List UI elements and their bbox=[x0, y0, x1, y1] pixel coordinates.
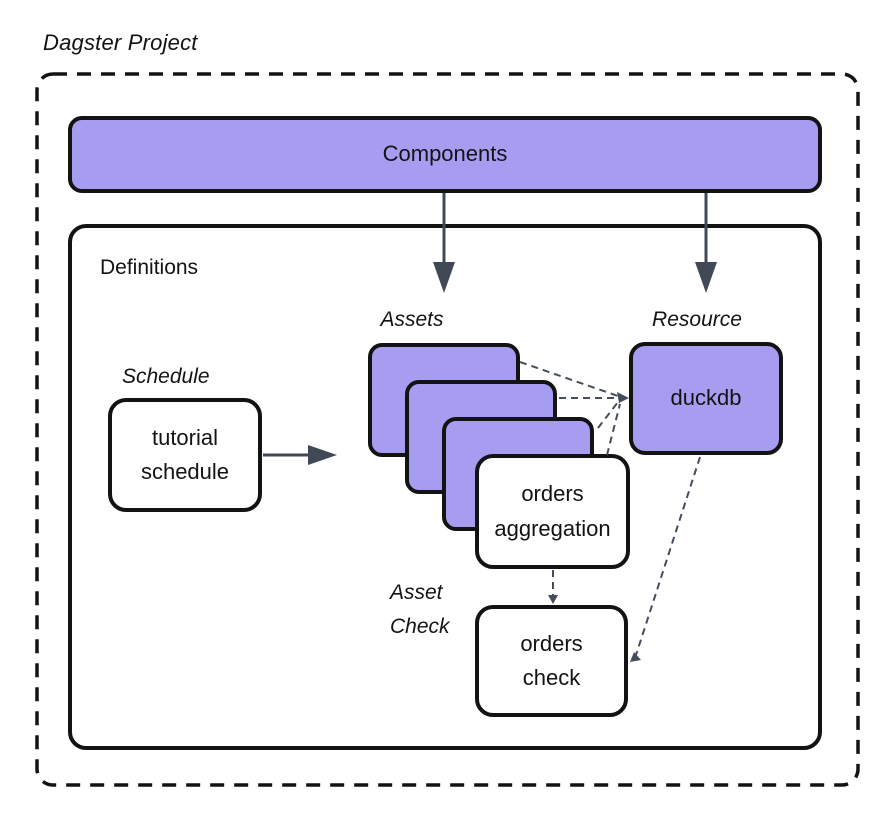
resource-label: Resource bbox=[652, 308, 742, 331]
assets-label: Assets bbox=[380, 308, 444, 331]
asset-check-label: Asset Check bbox=[390, 581, 450, 638]
tutorial-schedule-label: tutorial schedule bbox=[140, 424, 230, 484]
orders-aggregation-label: orders aggregation bbox=[494, 481, 611, 541]
schedule-label: Schedule bbox=[122, 365, 210, 388]
components-bar: Components bbox=[68, 116, 822, 193]
components-bar-label: Components bbox=[382, 141, 508, 167]
orders-aggregation-node: orders aggregation bbox=[475, 454, 630, 569]
duckdb-label: duckdb bbox=[670, 385, 742, 411]
duckdb-resource-node: duckdb bbox=[629, 342, 783, 455]
tutorial-schedule-node: tutorial schedule bbox=[108, 398, 262, 512]
diagram-title: Dagster Project bbox=[43, 30, 198, 55]
definitions-label: Definitions bbox=[100, 256, 199, 279]
orders-check-label: orders check bbox=[520, 630, 583, 690]
orders-check-node: orders check bbox=[475, 605, 628, 717]
